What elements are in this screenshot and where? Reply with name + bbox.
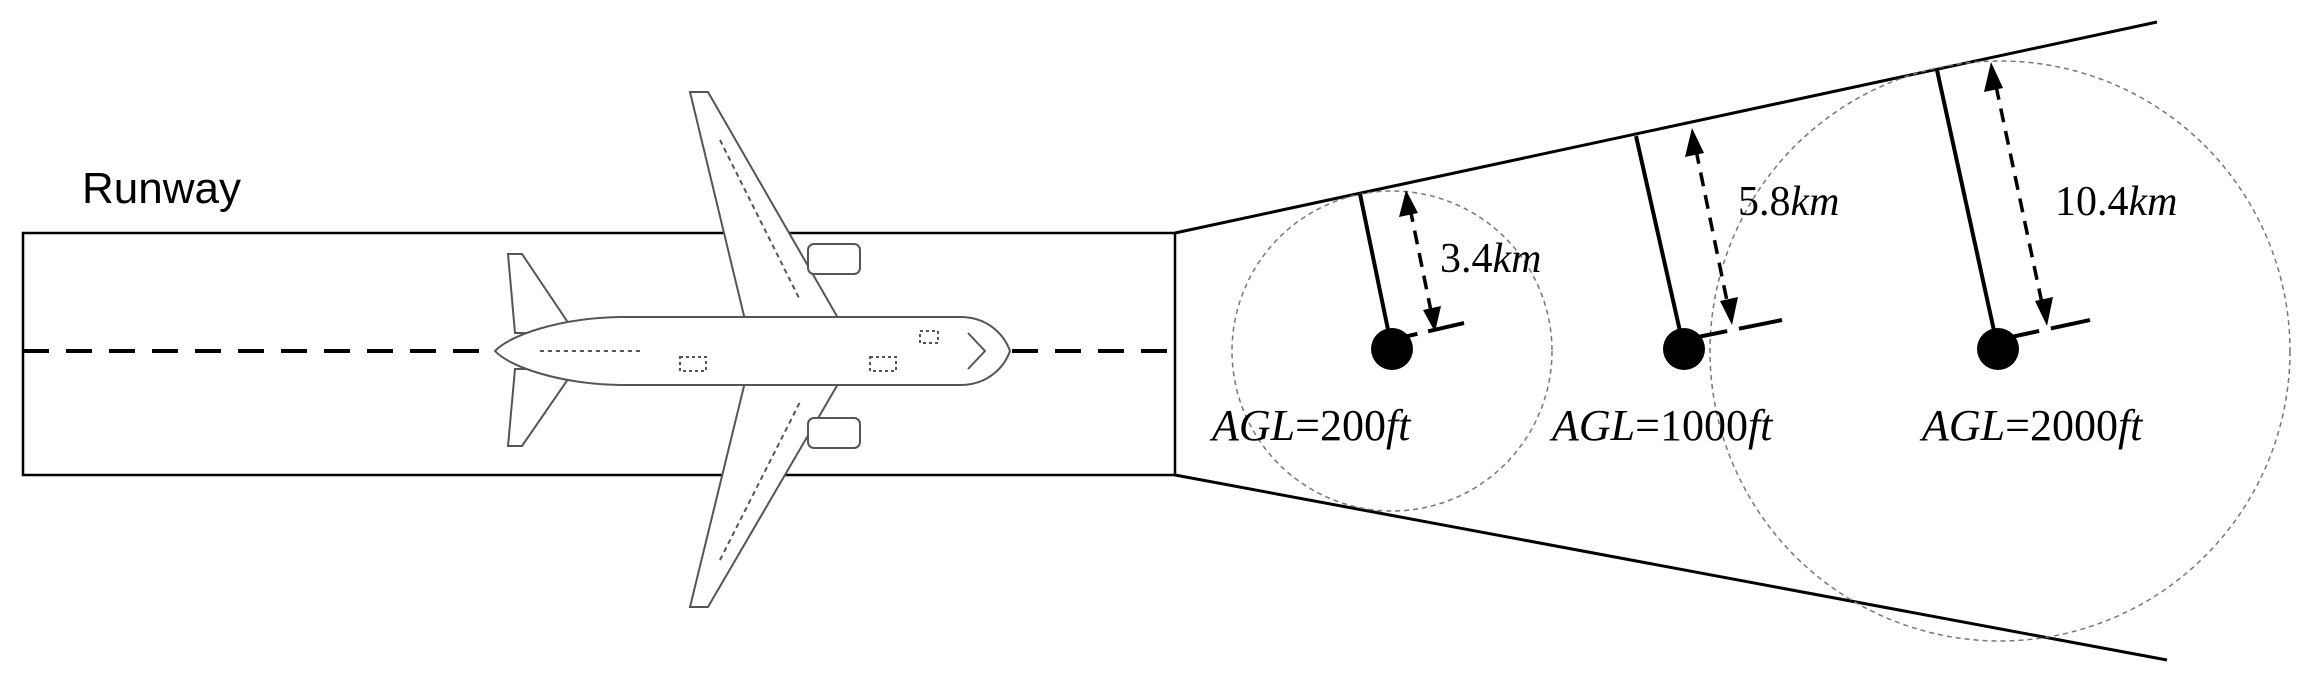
arrowhead-top-1 bbox=[1399, 190, 1418, 217]
distance-arrow-2 bbox=[1694, 149, 1730, 307]
aircraft-right-wing bbox=[688, 380, 840, 608]
coverage-circle-2000ft bbox=[1709, 60, 2291, 642]
aircraft-door-3 bbox=[919, 330, 939, 344]
agl-label-1: AGL=200ft bbox=[1209, 401, 1412, 450]
distance-line-1 bbox=[1358, 193, 1394, 350]
aircraft-right-engine bbox=[807, 417, 861, 449]
runway-outline bbox=[21, 231, 1177, 477]
aircraft-right-flap-line bbox=[719, 401, 801, 561]
agl-label-2: AGL=1000ft bbox=[1549, 401, 1774, 450]
tick-3 bbox=[2001, 318, 2091, 341]
distance-line-2 bbox=[1634, 135, 1686, 350]
point-dot-1 bbox=[1371, 328, 1413, 370]
arrowhead-top-3 bbox=[1984, 62, 2003, 92]
coverage-circle-200ft bbox=[1231, 190, 1553, 512]
measurement-point-1: 3.4km AGL=200ft bbox=[1209, 190, 1541, 450]
arrowhead-bottom-3 bbox=[2035, 297, 2053, 326]
aircraft-left-wing bbox=[688, 91, 840, 322]
aircraft-door-1 bbox=[679, 356, 707, 372]
distance-label-1: 3.4km bbox=[1440, 236, 1541, 282]
distance-arrow-1 bbox=[1408, 207, 1434, 317]
aircraft-cockpit bbox=[967, 332, 987, 370]
aircraft-left-engine bbox=[807, 243, 861, 275]
agl-label-3: AGL=2000ft bbox=[1919, 401, 2144, 450]
arrowhead-top-2 bbox=[1685, 128, 1704, 157]
distance-arrow-3 bbox=[1994, 85, 2045, 309]
distance-line-3 bbox=[1935, 69, 2000, 350]
distance-label-3: 10.4km bbox=[2055, 179, 2177, 225]
point-dot-3 bbox=[1977, 328, 2019, 370]
arrowhead-bottom-2 bbox=[1720, 297, 1738, 325]
measurement-point-2: 5.8km AGL=1000ft bbox=[1549, 128, 1839, 450]
aircraft-right-stabilizer bbox=[506, 368, 577, 447]
cone-lower-edge bbox=[1174, 473, 2168, 662]
tick-2 bbox=[1687, 318, 1783, 341]
point-dot-2 bbox=[1663, 328, 1705, 370]
cone-upper-edge bbox=[1174, 20, 2158, 235]
arrowhead-bottom-1 bbox=[1423, 306, 1441, 332]
runway-label: Runway bbox=[82, 164, 241, 213]
distance-label-2: 5.8km bbox=[1738, 179, 1839, 225]
measurement-point-3: 10.4km AGL=2000ft bbox=[1919, 62, 2177, 450]
aircraft-icon bbox=[493, 91, 1012, 608]
aircraft-left-flap-line bbox=[719, 139, 801, 301]
coverage-circles bbox=[1231, 60, 2291, 642]
aircraft-left-stabilizer bbox=[506, 253, 577, 334]
aircraft-door-2 bbox=[869, 356, 897, 372]
approach-cone bbox=[1174, 20, 2168, 662]
